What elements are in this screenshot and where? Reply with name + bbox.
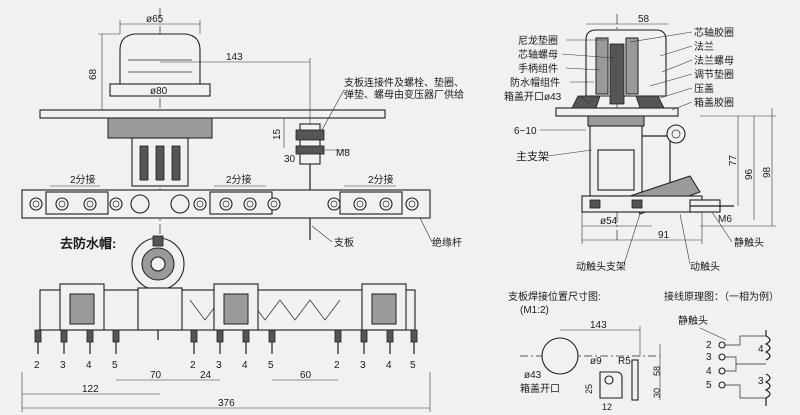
weld-dim-30: 30 (652, 388, 662, 398)
tap-label-right: 2分接 (368, 173, 394, 186)
bracket-plate (599, 371, 623, 399)
tap-label-left: 2分接 (70, 173, 96, 186)
side-view: 58 尼龙垫圈 芯轴螺母 手柄组件 防水帽组件 箱盖开口ø43 芯轴胶圈 法兰 … (504, 14, 776, 273)
label-support-plate: 支板 (334, 236, 354, 249)
terminal-number: 5 (112, 360, 118, 371)
tap-label-mid: 2分接 (226, 173, 252, 186)
weld-detail: 支板焊接位置尺寸图: (M1:2) 143 ø43 箱盖开口 ø9 R5 25 … (508, 290, 662, 412)
terminal-number: 3 (360, 360, 366, 371)
dim-cap-diameter: ø65 (146, 14, 164, 25)
terminal-number: 5 (410, 360, 416, 371)
weld-dim-r5: R5 (618, 356, 631, 367)
wiring-number: 3 (706, 352, 712, 363)
terminal-number: 3 (60, 360, 66, 371)
weld-scale: (M1:2) (520, 305, 549, 316)
dim-91: 91 (658, 230, 670, 241)
terminal-pins (34, 329, 418, 354)
dim-143: 143 (226, 52, 243, 63)
label-adjust-washer: 调节垫圈 (694, 68, 734, 81)
dim-376: 376 (218, 398, 235, 409)
dim-height-68: 68 (88, 68, 99, 80)
dim-54: ø54 (600, 216, 618, 227)
weld-label-opening: 箱盖开口 (520, 382, 560, 395)
label-moving-contact: 动触头 (690, 260, 720, 273)
terminal-number: 3 (216, 360, 222, 371)
weld-dim-58: 58 (652, 366, 662, 376)
label-nylon-washer: 尼龙垫圈 (518, 34, 558, 47)
dim-60: 60 (300, 370, 312, 381)
dim-15: 15 (272, 128, 283, 140)
dim-24: 24 (200, 370, 212, 381)
terminal-number: 5 (268, 360, 274, 371)
wiring-numbers: 2 3 4 5 4 3 (706, 340, 764, 391)
waterproof-cap (119, 33, 201, 85)
wiring-number: 3 (758, 376, 764, 387)
terminal-number: 2 (34, 360, 40, 371)
terminal-number: 2 (334, 360, 340, 371)
terminal-number: 4 (86, 360, 92, 371)
label-gland: 压盖 (694, 82, 714, 95)
dim-96: 96 (744, 168, 755, 180)
wiring-diagram: 接线原理图：（一相为例） 静触头 2 3 4 5 4 3 (664, 290, 779, 406)
label-shaft-nut: 芯轴螺母 (518, 48, 558, 61)
contact-screws (29, 194, 419, 214)
label-insulating-rod: 绝缘杆 (432, 236, 462, 249)
note-bracket: 支板连接件及螺栓、垫圈、 (344, 76, 464, 89)
wiring-label-static: 静触头 (678, 314, 708, 327)
dim-m6: M6 (718, 214, 732, 225)
wiring-number: 2 (706, 340, 712, 351)
dim-6-10: 6~10 (514, 126, 537, 137)
terminal-numbers: 2 3 4 5 2 3 4 5 2 3 4 5 (34, 360, 416, 371)
wiring-number: 4 (758, 344, 764, 355)
label-flange: 法兰 (694, 40, 714, 53)
terminal-number: 2 (190, 360, 196, 371)
label-cover-gasket: 箱盖胶圈 (694, 96, 734, 109)
tank-cover (39, 109, 386, 119)
wiring-terminals (718, 341, 726, 389)
dim-122: 122 (82, 384, 99, 395)
dim-77: 77 (728, 154, 739, 166)
label-flange-nut: 法兰螺母 (694, 54, 734, 67)
wiring-title: 接线原理图：（一相为例） (664, 290, 779, 303)
terminal-number: 4 (386, 360, 392, 371)
side-tank-cover (555, 107, 679, 117)
dim-70: 70 (150, 370, 162, 381)
cover-opening-circle (541, 337, 579, 375)
weld-dim-43: ø43 (524, 370, 542, 381)
dim-98: 98 (762, 166, 773, 178)
wiring-number: 4 (706, 366, 712, 377)
label-main-bracket: 主支架 (516, 150, 549, 163)
label-cover-opening: 箱盖开口ø43 (504, 90, 562, 103)
label-static-contact: 静触头 (734, 236, 764, 249)
label-remove-cap: 去防水帽: (60, 236, 116, 251)
label-moving-bracket: 动触头支架 (576, 260, 626, 273)
label-handle-assembly: 手柄组件 (518, 62, 558, 75)
weld-title: 支板焊接位置尺寸图: (508, 290, 601, 303)
wiring-number: 5 (706, 380, 712, 391)
weld-dim-12: 12 (602, 402, 612, 412)
label-cap-assembly: 防水帽组件 (510, 76, 560, 89)
dim-30: 30 (284, 154, 296, 165)
label-shaft-oring: 芯轴胶圈 (694, 26, 734, 39)
terminal-number: 4 (242, 360, 248, 371)
front-view: ø65 ø80 68 143 15 30 M8 支板连接件及螺栓、垫圈 (21, 8, 464, 412)
weld-dim-9: ø9 (590, 356, 602, 367)
weld-dim-143: 143 (590, 320, 607, 331)
side-dim-58: 58 (638, 14, 650, 25)
cover-base (107, 117, 213, 139)
weld-dim-25: 25 (584, 384, 594, 394)
dim-m8: M8 (336, 148, 350, 159)
note-bracket-2: 弹垫、螺母由变压器厂供给 (344, 88, 464, 101)
dim-flange-diameter: ø80 (150, 86, 168, 97)
